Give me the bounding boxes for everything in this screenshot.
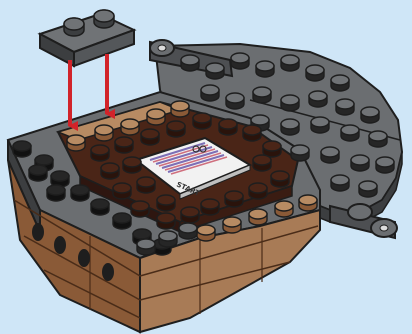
stud	[376, 157, 394, 173]
stud	[193, 113, 211, 129]
stud	[141, 129, 159, 145]
stud	[226, 93, 244, 109]
stud	[256, 61, 274, 77]
stud	[219, 119, 237, 135]
stud	[91, 145, 109, 161]
stud	[101, 163, 119, 179]
stud	[47, 185, 65, 201]
stud	[201, 85, 219, 101]
stud	[29, 165, 47, 181]
stud	[123, 157, 141, 173]
stud	[201, 199, 219, 215]
stud	[281, 55, 299, 71]
stud	[275, 201, 293, 217]
plate-stud	[64, 18, 84, 36]
stud	[197, 225, 215, 241]
stud	[137, 177, 155, 193]
stud	[351, 155, 369, 171]
stud	[71, 185, 89, 201]
stud	[291, 145, 309, 161]
stud	[263, 141, 281, 157]
stud	[341, 125, 359, 141]
stud	[179, 223, 197, 239]
stud	[131, 201, 149, 217]
stud	[271, 171, 289, 187]
stud	[253, 155, 271, 171]
stud	[181, 207, 199, 223]
stud	[95, 125, 113, 141]
stud	[321, 147, 339, 163]
plate-stud	[94, 10, 114, 28]
stud	[115, 137, 133, 153]
stud	[281, 119, 299, 135]
stud	[249, 183, 267, 199]
stud	[157, 195, 175, 211]
stud	[306, 65, 324, 81]
stud	[171, 101, 189, 117]
stud	[157, 213, 175, 229]
stud	[281, 95, 299, 111]
stud	[309, 91, 327, 107]
stud	[167, 121, 185, 137]
stud	[243, 125, 261, 141]
stud	[369, 131, 387, 147]
stud	[159, 231, 177, 247]
stud	[359, 181, 377, 197]
stud	[13, 141, 31, 157]
stud	[91, 199, 109, 215]
stud	[67, 135, 85, 151]
stud	[361, 107, 379, 123]
stud	[249, 209, 267, 225]
stud	[181, 55, 199, 71]
stud	[331, 175, 349, 191]
stud	[336, 99, 354, 115]
stud	[299, 195, 317, 211]
stud	[331, 75, 349, 91]
stud	[137, 239, 155, 255]
stud	[113, 183, 131, 199]
stud	[223, 217, 241, 233]
stud	[206, 63, 224, 79]
stud	[253, 87, 271, 103]
stud	[311, 117, 329, 133]
stud	[121, 119, 139, 135]
stud	[225, 191, 243, 207]
stud	[113, 213, 131, 229]
stud	[147, 109, 165, 125]
stud	[231, 53, 249, 69]
